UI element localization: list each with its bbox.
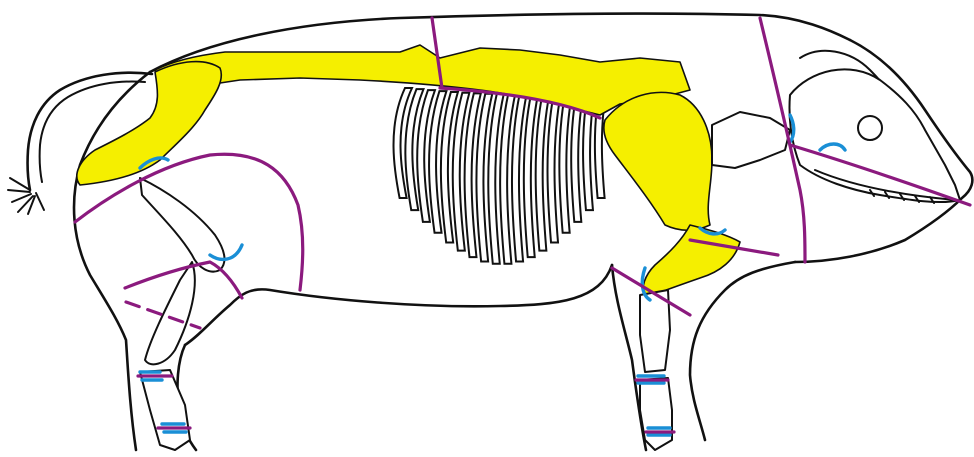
pelvis-bone xyxy=(77,62,221,185)
scapula-bone xyxy=(604,92,712,230)
fore-metacarpal-bones xyxy=(640,378,672,450)
eye-socket xyxy=(858,116,882,140)
humerus-bone xyxy=(643,225,740,298)
fore-radius-ulna-bone xyxy=(640,290,670,372)
throat-and-chest-outline xyxy=(690,262,795,440)
foreleg-rear-outline xyxy=(612,265,646,450)
neck-vertebrae xyxy=(712,112,790,168)
belly-outline xyxy=(185,265,612,345)
hind-metatarsal-bones xyxy=(140,370,190,450)
tail-tip-hairs xyxy=(8,178,44,214)
ribcage xyxy=(394,88,607,264)
